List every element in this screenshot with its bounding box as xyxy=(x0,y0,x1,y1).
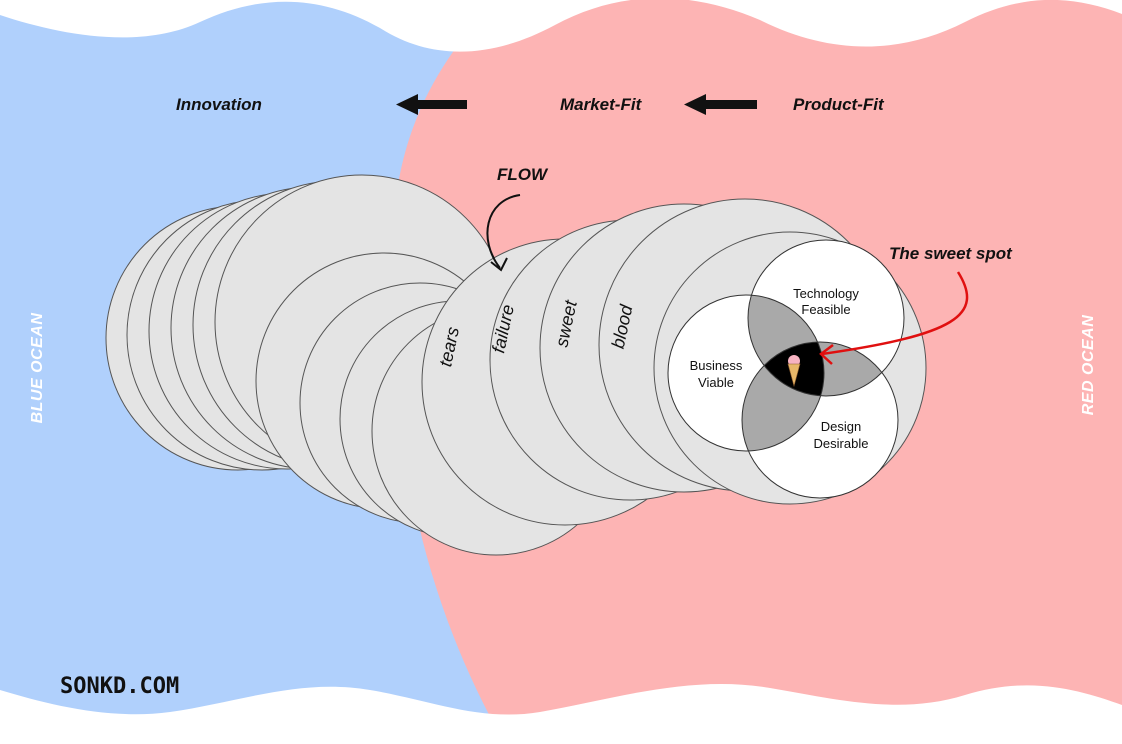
flow-arrowhead-icon xyxy=(490,257,508,272)
technology-label: Technology xyxy=(793,286,859,301)
venn-diagram xyxy=(667,239,905,499)
flow-label: FLOW xyxy=(497,165,549,184)
viable-label: Viable xyxy=(698,375,734,390)
blue-ocean-label: BLUE OCEAN xyxy=(29,313,46,424)
flow-arrow-icon xyxy=(486,194,521,269)
product-fit-label: Product-Fit xyxy=(793,95,885,114)
ice-cream-icon xyxy=(787,355,801,388)
sweet-spot-arrowhead-icon xyxy=(819,344,834,365)
desirable-label: Desirable xyxy=(814,436,869,451)
arrow-left-icon xyxy=(396,94,467,115)
innovation-label: Innovation xyxy=(176,95,262,114)
sweet-spot-label: The sweet spot xyxy=(889,244,1013,263)
sweet-spot-pointer-icon xyxy=(821,271,969,356)
arrow-left-icon xyxy=(684,94,757,115)
market-fit-label: Market-Fit xyxy=(560,95,643,114)
design-label: Design xyxy=(821,419,861,434)
brand-logo: SONKD.COM xyxy=(60,674,179,699)
red-ocean-label: RED OCEAN xyxy=(1080,315,1097,416)
bottom-wave xyxy=(0,683,1122,744)
sweet-spot-region xyxy=(748,342,824,396)
top-wave xyxy=(0,0,1122,52)
feasible-label: Feasible xyxy=(801,302,850,317)
business-label: Business xyxy=(690,358,743,373)
